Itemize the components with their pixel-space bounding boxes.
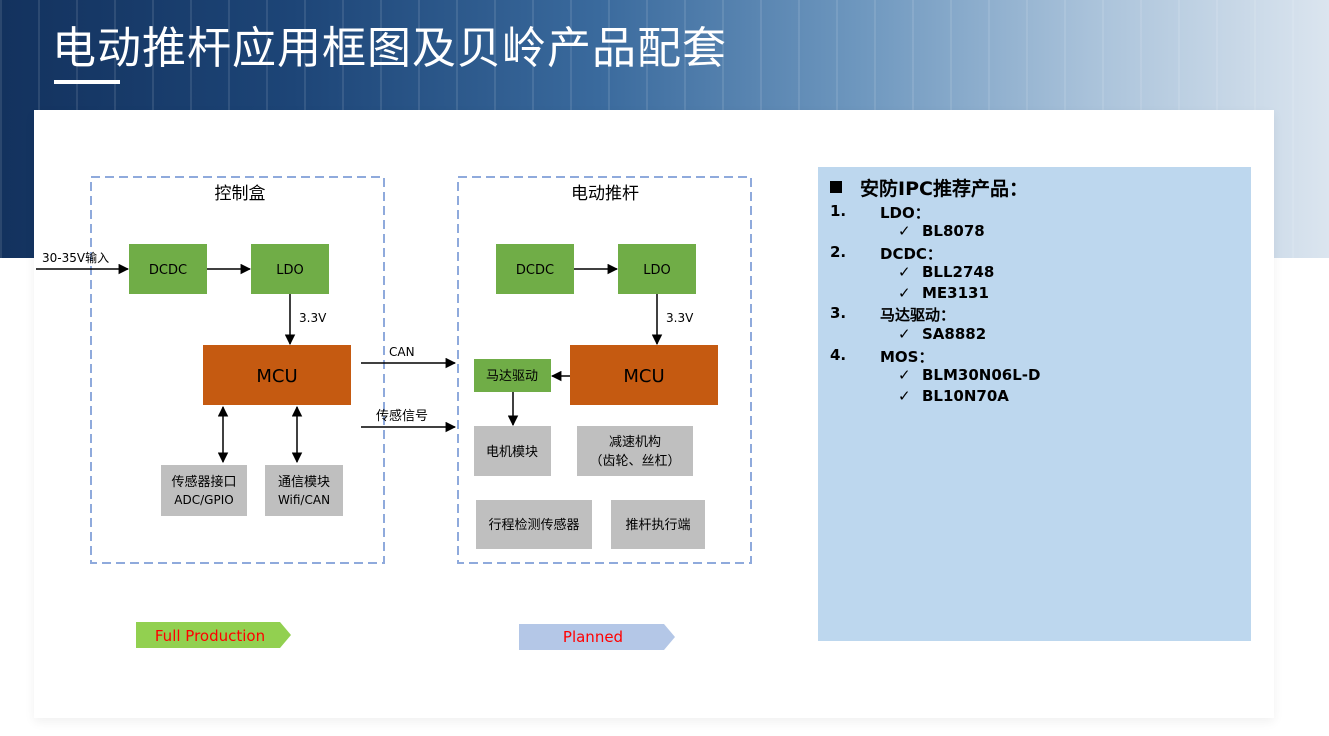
gear-line1: 减速机构 xyxy=(609,435,661,450)
dcdc-right-label: DCDC xyxy=(516,263,554,278)
dcdc-right-block xyxy=(496,244,574,294)
motor-module-label: 电机模块 xyxy=(486,445,538,460)
product-sa8882: ✓SA8882 xyxy=(898,325,987,343)
actuator-label: 电动推杆 xyxy=(571,184,639,204)
item-label-dcdc: DCDC： xyxy=(880,245,942,263)
square-bullet-icon xyxy=(830,181,842,193)
item-number: 1. xyxy=(830,202,847,220)
motor-driver-block xyxy=(474,359,551,392)
check-icon: ✓ xyxy=(898,263,911,281)
ldo-right-block xyxy=(618,244,696,294)
sensor-interface-block xyxy=(161,465,247,516)
title-underline xyxy=(54,80,120,84)
sensor-interface-line2: ADC/GPIO xyxy=(174,493,233,507)
control-box-label: 控制盒 xyxy=(215,184,266,204)
item-number: 3. xyxy=(830,304,847,322)
legend-full-production-label: Full Production xyxy=(155,627,265,645)
check-icon: ✓ xyxy=(898,325,911,343)
product-blm30n06l-d: ✓BLM30N06L-D xyxy=(898,366,1041,384)
page-title: 电动推杆应用框图及贝岭产品配套 xyxy=(52,23,727,74)
can-label: CAN xyxy=(389,345,415,359)
motor-driver-label: 马达驱动 xyxy=(486,369,538,384)
products-heading-text: 安防IPC推荐产品： xyxy=(860,178,1028,200)
mcu-left-label: MCU xyxy=(256,366,297,387)
item-number: 4. xyxy=(830,346,847,364)
product-me3131: ✓ME3131 xyxy=(898,284,989,302)
check-icon: ✓ xyxy=(898,222,911,240)
comm-module-line1: 通信模块 xyxy=(278,475,330,490)
ldo-left-label: LDO xyxy=(276,263,304,278)
legend-planned-label: Planned xyxy=(563,628,623,646)
mcu-left-block xyxy=(203,345,351,405)
gear-block xyxy=(577,426,693,476)
sensor-interface-line1: 传感器接口 xyxy=(171,474,236,490)
comm-module-line2: Wifi/CAN xyxy=(278,493,330,507)
v33-right-label: 3.3V xyxy=(666,311,694,325)
mcu-right-block xyxy=(570,345,718,405)
travel-sensor-label: 行程检测传感器 xyxy=(488,517,579,533)
dcdc-left-block xyxy=(129,244,207,294)
ldo-right-label: LDO xyxy=(643,263,671,278)
sensor-signal-label: 传感信号 xyxy=(376,408,428,424)
comm-module-block xyxy=(265,465,343,516)
dcdc-left-label: DCDC xyxy=(149,263,187,278)
item-number: 2. xyxy=(830,243,847,261)
mcu-right-label: MCU xyxy=(623,366,664,387)
check-icon: ✓ xyxy=(898,366,911,384)
recommended-products-panel: 安防IPC推荐产品： 1. LDO： ✓BL8078 2. DCDC： ✓BLL… xyxy=(818,167,1251,641)
actuator-end-block xyxy=(611,500,705,549)
product-bll2748: ✓BLL2748 xyxy=(898,263,995,281)
actuator-end-label: 推杆执行端 xyxy=(625,518,690,533)
check-icon: ✓ xyxy=(898,387,911,405)
control-box-frame xyxy=(90,176,385,564)
v33-left-label: 3.3V xyxy=(299,311,327,325)
item-label-mos: MOS： xyxy=(880,348,934,366)
travel-sensor-block xyxy=(476,500,592,549)
input-label: 30-35V输入 xyxy=(42,250,109,265)
products-heading: 安防IPC推荐产品： xyxy=(830,174,1028,201)
legend-planned xyxy=(519,624,675,650)
actuator-frame xyxy=(457,176,752,564)
motor-module-block xyxy=(474,426,551,476)
product-bl8078: ✓BL8078 xyxy=(898,222,985,240)
check-icon: ✓ xyxy=(898,284,911,302)
gear-line2: （齿轮、丝杠） xyxy=(589,453,680,469)
legend-full-production xyxy=(136,622,291,648)
ldo-left-block xyxy=(251,244,329,294)
product-bl10n70a: ✓BL10N70A xyxy=(898,387,1009,405)
item-label-ldo: LDO： xyxy=(880,204,930,222)
item-label-motor-driver: 马达驱动： xyxy=(880,306,956,324)
